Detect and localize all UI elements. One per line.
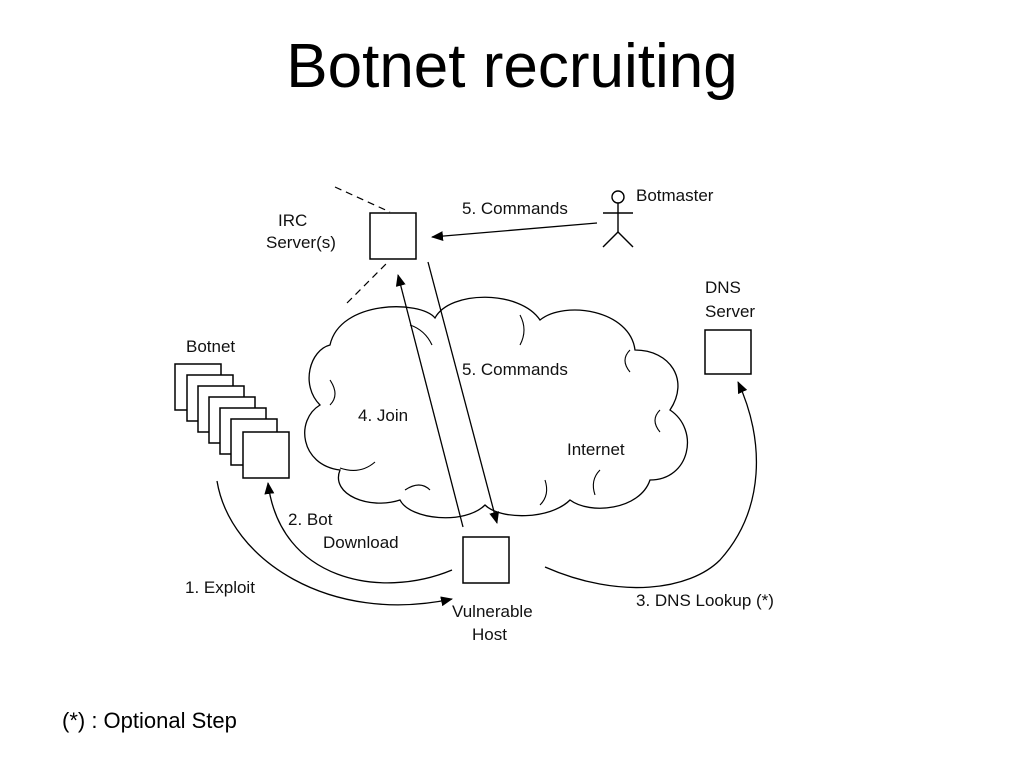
internet-label: Internet [567, 440, 625, 459]
dns-lookup-arrow [544, 381, 757, 589]
exploit-arrow [216, 480, 453, 607]
join-label: 4. Join [358, 406, 408, 425]
botmaster-label: Botmaster [636, 186, 714, 205]
commands-label-top: 5. Commands [462, 199, 568, 218]
commands-arrow-botmaster [431, 222, 598, 242]
vulnerable-host-label-line2: Host [472, 625, 507, 644]
irc-server-label-line2: Server(s) [266, 233, 336, 252]
slide-title: Botnet recruiting [286, 32, 738, 101]
bot-download-label-line1: 2. Bot [288, 510, 333, 529]
dns-server-box [704, 329, 752, 375]
dns-server-label-line2: Server [705, 302, 755, 321]
footnote: (*) : Optional Step [62, 708, 237, 733]
irc-server-box [369, 212, 417, 260]
join-arrow [395, 274, 464, 528]
bot-download-label-line2: Download [323, 533, 399, 552]
commands-arrow-internet [427, 261, 500, 524]
irc-server-label-line1: IRC [278, 211, 307, 230]
commands-label-internet: 5. Commands [462, 360, 568, 379]
botmaster-icon [602, 190, 634, 248]
botnet-label: Botnet [186, 337, 235, 356]
vulnerable-host-box [462, 536, 510, 584]
exploit-label: 1. Exploit [185, 578, 255, 597]
dns-server-label-line1: DNS [705, 278, 741, 297]
botnet-stack [174, 363, 290, 479]
dns-lookup-label: 3. DNS Lookup (*) [636, 591, 774, 610]
internet-cloud [304, 296, 689, 519]
bot-download-arrow [264, 482, 453, 584]
vulnerable-host-label-line1: Vulnerable [452, 602, 533, 621]
